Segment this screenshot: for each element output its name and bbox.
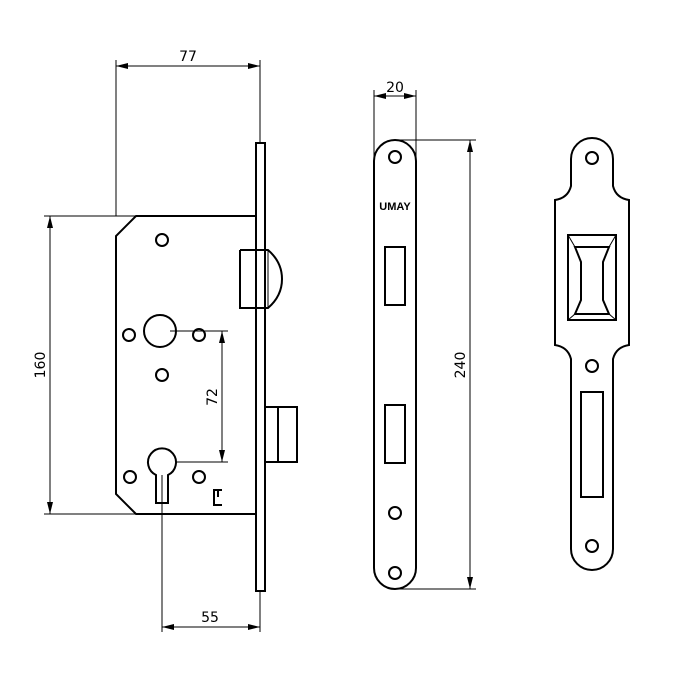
cylinder-profile [147,447,177,504]
faceplate-screw-hole [388,506,402,520]
screw-hole [192,470,206,484]
reversing-mark [213,489,222,506]
dim-20: 20 [373,80,417,158]
latch-opening [384,246,406,306]
dim-55-label: 55 [201,610,219,626]
strike-pocket-inner [573,246,611,315]
brand-label: UMAY [379,201,411,213]
lock-forend [255,142,266,592]
lock-body-view [115,142,298,592]
faceplate-screw-hole [388,150,402,164]
latch-bolt [239,249,284,309]
dim-55: 55 [161,475,261,632]
dim-160-label: 160 [33,352,49,379]
screw-hole [122,328,136,342]
strike-plate-view [554,137,630,571]
faceplate-view: UMAY [373,139,417,590]
screw-hole [155,233,169,247]
bolt-opening [384,404,406,464]
strike-pocket-outer [567,234,617,321]
strike-bolt-opening [580,391,604,498]
screw-hole [155,368,169,382]
screw-hole [192,328,206,342]
strike-screw-hole [585,539,599,553]
strike-screw-hole [585,151,599,165]
strike-screw-hole [585,359,599,373]
strike-plate-outline [554,137,630,571]
dim-77: 77 [115,49,261,216]
dead-bolt [264,406,298,463]
dim-72: 72 [170,330,228,463]
dim-20-label: 20 [386,80,404,96]
lock-case-outline [115,215,257,515]
faceplate-screw-hole [388,566,402,580]
dim-240: 240 [395,139,476,590]
dim-240-label: 240 [453,352,469,379]
screw-hole [123,470,137,484]
dim-160: 160 [33,215,136,515]
dim-77-label: 77 [179,49,197,65]
dim-72-label: 72 [205,388,221,406]
